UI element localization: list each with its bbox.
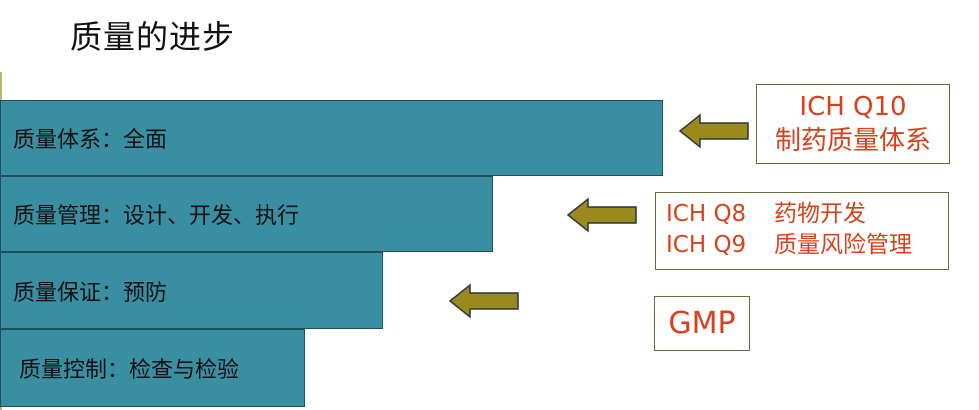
reference-code: GMP (668, 306, 736, 341)
reference-row-q8: ICH Q8 药物开发 (666, 199, 948, 230)
reference-description: 制药质量体系 (774, 126, 931, 156)
reference-box-ich-q10: ICH Q10 制药质量体系 (756, 84, 950, 164)
reference-description: 药物开发 (774, 201, 866, 227)
level-quality-assurance: 质量保证：预防 (0, 252, 383, 329)
level-label: 质量控制：检查与检验 (19, 358, 240, 383)
level-label: 质量管理：设计、开发、执行 (13, 204, 300, 229)
arrow-left-icon (566, 197, 637, 233)
reference-description: 质量风险管理 (774, 232, 912, 258)
arrow-left-icon (448, 283, 519, 319)
level-label: 质量保证：预防 (13, 280, 168, 306)
level-quality-management: 质量管理：设计、开发、执行 (0, 176, 493, 252)
level-label: 质量体系：全面 (13, 128, 168, 153)
level-quality-control: 质量控制：检查与检验 (0, 329, 305, 407)
level-quality-system: 质量体系：全面 (0, 100, 663, 176)
reference-code: ICH Q8 (666, 201, 747, 227)
reference-box-gmp: GMP (654, 296, 750, 351)
reference-code: ICH Q9 (666, 232, 747, 258)
reference-box-ich-q8-q9: ICH Q8 药物开发 ICH Q9 质量风险管理 (655, 192, 949, 270)
arrow-left-icon (678, 113, 749, 149)
reference-code: ICH Q10 (799, 92, 907, 122)
page-title: 质量的进步 (70, 18, 236, 56)
reference-row-q9: ICH Q9 质量风险管理 (666, 230, 948, 261)
